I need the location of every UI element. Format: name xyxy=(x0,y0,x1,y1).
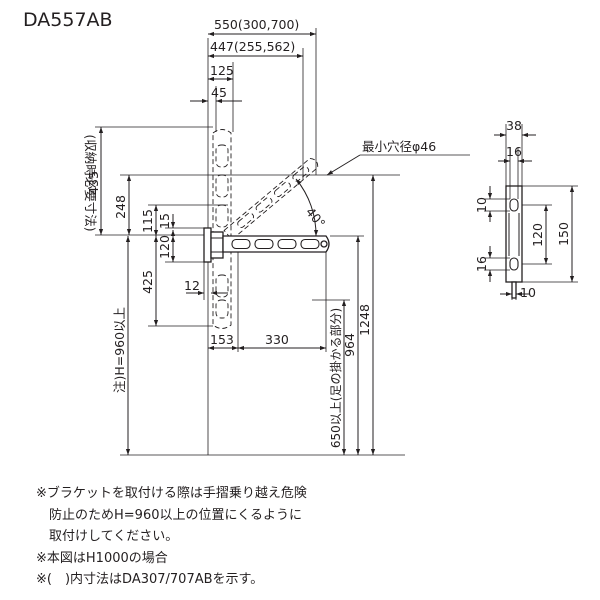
dim-125-label: 125 xyxy=(210,63,234,78)
side-dim-16a-label: 16 xyxy=(506,144,522,159)
dim-650-label: 650以上(足の掛かる部分) xyxy=(328,308,343,448)
side-dim-10b-label: 10 xyxy=(520,285,536,300)
side-dim-120-label: 120 xyxy=(530,223,545,247)
dim-h960-label: 注)H=960以上 xyxy=(112,307,127,393)
dim-447-label: 447(255,562) xyxy=(210,39,295,54)
stowed-arm xyxy=(212,129,232,329)
hole-label: 最小穴径φ46 xyxy=(362,139,436,154)
dim-248-label: 248 xyxy=(113,195,128,219)
dim-115-label: 115 xyxy=(140,209,155,233)
dim-45-label: 45 xyxy=(211,85,227,100)
dim-550-label: 550(300,700) xyxy=(214,17,299,32)
angle-label: 40° xyxy=(303,204,329,231)
note-line: ※ブラケットを取付ける際は手摺乗り越え危険 xyxy=(36,486,307,501)
side-dim-10a-label: 10 xyxy=(474,197,489,213)
dim-12-label: 12 xyxy=(184,278,200,293)
notes-block: ※ブラケットを取付ける際は手摺乗り越え危険 防止のためH=960以上の位置にくる… xyxy=(36,483,576,591)
dim-1248-label: 1248 xyxy=(357,304,372,336)
dim-330-label: 330 xyxy=(265,332,289,347)
side-dim-38-label: 38 xyxy=(506,118,522,133)
side-dim-150-label: 150 xyxy=(556,222,571,246)
step-arm xyxy=(222,235,330,253)
note-line: 防止のためH=960以上の位置にくるように xyxy=(36,507,302,523)
note-line: 取付けしてください。 xyxy=(36,529,179,544)
side-dim-16b-label: 16 xyxy=(474,256,489,272)
dim-435-label: 435 xyxy=(86,171,101,195)
dim-153-label: 153 xyxy=(210,332,234,347)
note-line: ※本図はH1000の場合 xyxy=(36,550,168,566)
dim-120-label: 120 xyxy=(157,235,172,259)
dim-425-label: 425 xyxy=(140,270,155,294)
dim-15-label: 15 xyxy=(157,213,172,229)
bracket-side-view xyxy=(505,185,523,299)
note-line: ※( )内寸法はDA307/707ABを示す。 xyxy=(36,572,264,587)
dim-435-note: (収納時必要寸法) xyxy=(83,134,98,231)
raised-arm xyxy=(223,157,319,241)
wall-bracket xyxy=(203,227,224,263)
model-title: DA557AB xyxy=(23,9,113,31)
